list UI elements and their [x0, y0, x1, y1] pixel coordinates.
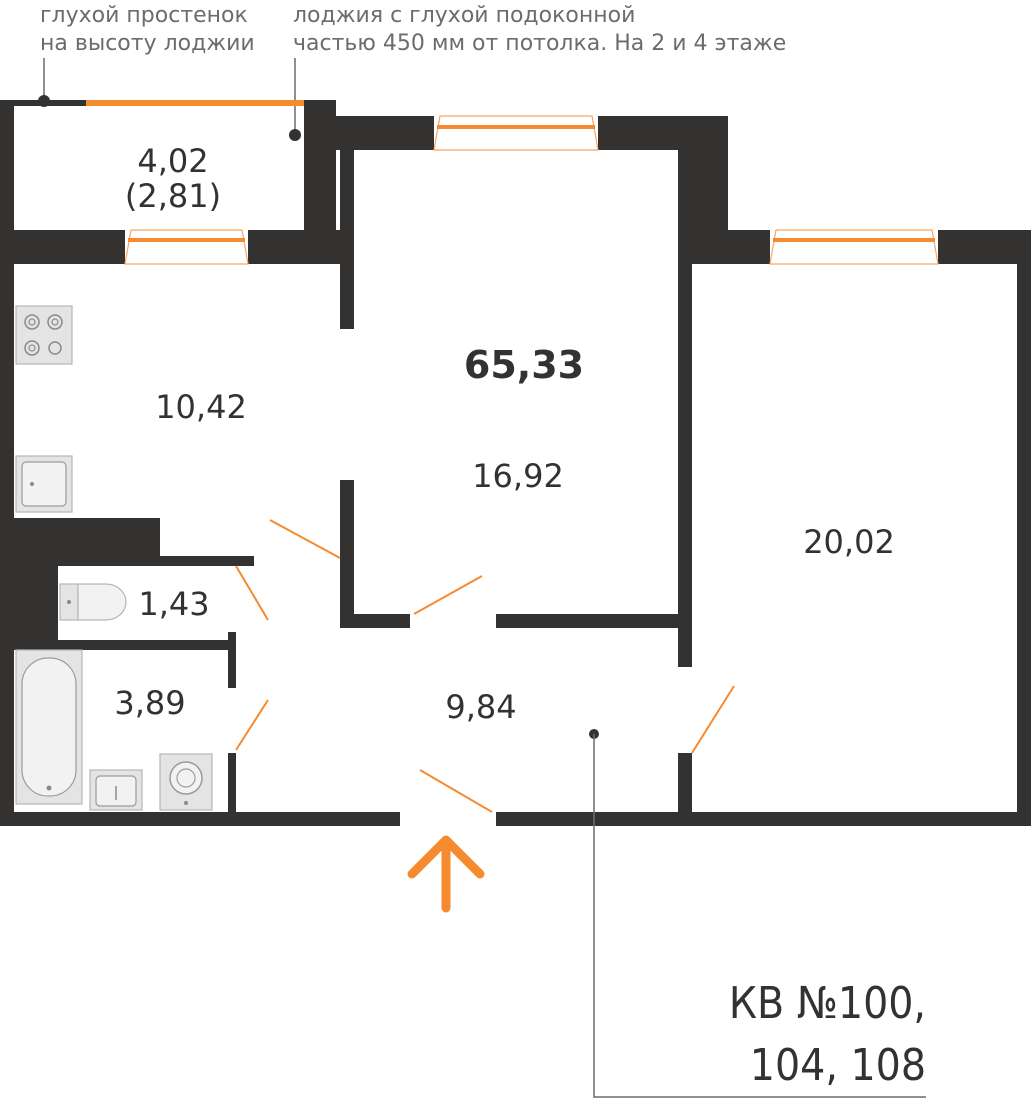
- note-right-line1: лоджия с глухой подоконной: [293, 3, 635, 28]
- living-room-area-label: 16,92: [472, 457, 564, 495]
- note-right-leader: [289, 58, 301, 141]
- bathroom-sink-icon: [89, 769, 143, 811]
- note-left-leader: [38, 58, 50, 107]
- loggia-area-reduced-label: (2,81): [125, 177, 221, 215]
- apartment-title-line2: 104, 108: [750, 1040, 926, 1091]
- washing-machine-icon: [159, 753, 213, 811]
- bathroom-area-label: 3,89: [114, 684, 185, 722]
- loggia-area-label: 4,02: [137, 142, 208, 180]
- walls: [0, 100, 1031, 826]
- doors: [235, 519, 735, 813]
- bedroom-area-label: 20,02: [803, 523, 895, 561]
- total-area-label: 65,33: [464, 343, 584, 387]
- kitchen-sink-icon: [15, 455, 73, 513]
- apartment-title-line1: КВ №100,: [729, 978, 926, 1029]
- note-left-line2: на высоту лоджии: [40, 31, 255, 56]
- apartment-leader: [589, 729, 926, 1098]
- note-left-line1: глухой простенок: [40, 3, 248, 28]
- wc-area-label: 1,43: [138, 585, 209, 623]
- arrow-up-icon: [407, 835, 485, 913]
- kitchen-area-label: 10,42: [155, 388, 247, 426]
- bathtub-icon: [15, 649, 83, 805]
- window-loggia: [86, 100, 304, 106]
- toilet-icon: [59, 583, 127, 621]
- hallway-area-label: 9,84: [445, 688, 516, 726]
- window-living: [433, 115, 599, 151]
- stove-icon: [15, 305, 73, 365]
- note-right-line2: частью 450 мм от потолка. На 2 и 4 этаже: [293, 31, 786, 56]
- window-kitchen: [124, 229, 249, 265]
- window-bedroom: [769, 229, 939, 265]
